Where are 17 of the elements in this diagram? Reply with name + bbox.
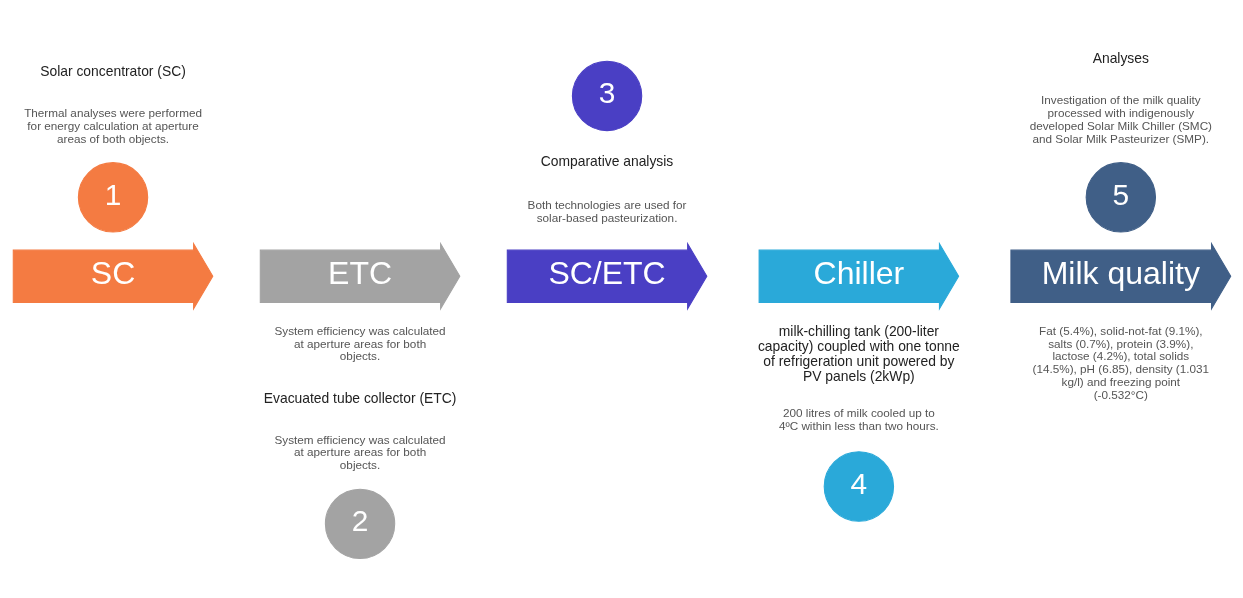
node-label: System efficiency was calculated at aperture areas for both objects.	[274, 432, 446, 471]
node-label: Fat (5.4%), solid-not-fat (9.1%), salts (0.7%), protein (3.9%), lactose (4.2%), total solids (14.5%), pH (6.85), density (1.031 kg/l) and freezing point (-0.532°C)	[1032, 323, 1209, 401]
node-label: Analyses	[1092, 49, 1149, 66]
node-circle: 1	[77, 161, 148, 233]
node-circle: 4	[823, 450, 894, 522]
node-label: System efficiency was calculated at aperture areas for both objects.	[274, 323, 446, 362]
node-label: Investigation of the milk quality processed with indigenously developed Solar Milk Chiller (SMC) and Solar Milk Pasteurizer (SMP).	[1029, 92, 1212, 145]
node-label: milk-chilling tank (200-liter capacity) coupled with one tonne of refrigeration unit powered by PV panels (2kWp)	[757, 322, 960, 384]
node-label: 200 litres of milk cooled up to 4ºC within less than two hours.	[778, 405, 939, 432]
node-label: Both technologies are used for solar-based pasteurization.	[527, 197, 687, 224]
node-label: Thermal analyses were performed for energy calculation at aperture areas of both objects.	[23, 105, 202, 145]
node-circle: 2	[324, 488, 395, 559]
node-circle: 3	[571, 60, 642, 131]
node-label: Evacuated tube collector (ETC)	[263, 389, 456, 406]
node-label: Comparative analysis	[540, 152, 673, 169]
node-circle: 5	[1085, 161, 1156, 233]
node-label: Solar concentrator (SC)	[39, 62, 186, 79]
